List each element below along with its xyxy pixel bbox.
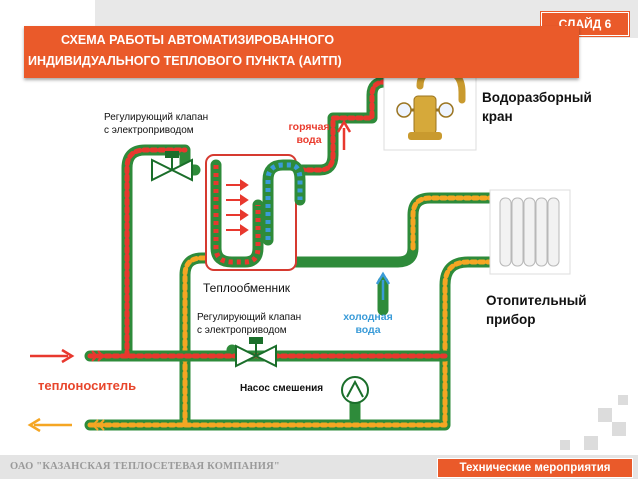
decor-square [584, 436, 598, 450]
valve-bottom-label: Регулирующий клапан с электроприводом [197, 311, 301, 337]
control-valve-icon [151, 151, 193, 182]
valve-bottom-label-line1: Регулирующий клапан [197, 312, 302, 323]
faucet-label-line1: Водоразборный [482, 90, 592, 105]
heater-label-line1: Отопительный [486, 293, 587, 308]
exchanger-label: Теплообменник [203, 281, 291, 295]
decor-square [560, 440, 570, 450]
valve-top-label-line2: с электроприводом [104, 125, 194, 136]
heat-exchanger [205, 154, 306, 271]
title-line-2: ИНДИВИДУАЛЬНОГО ТЕПЛОВОГО ПУНКТА (АИТП) [28, 54, 342, 68]
legend-arrow-return [27, 417, 72, 433]
footer: ОАО "КАЗАНСКАЯ ТЕПЛОСЕТЕВАЯ КОМПАНИЯ" Те… [0, 455, 638, 479]
supply-inlet-chevrons [91, 350, 105, 362]
decor-square [618, 395, 628, 405]
cold-water-arrow [375, 271, 391, 300]
return-outlet-chevrons [91, 419, 105, 431]
hot-water-label-line2: вода [296, 134, 322, 146]
valve-top-label: Регулирующий клапан с электроприводом [104, 111, 208, 137]
faucet-label: Водоразборный кран [482, 88, 592, 126]
cold-water-label: холодная вода [338, 311, 398, 337]
legend-arrow-supply [30, 348, 75, 364]
heater-label-line2: прибор [486, 312, 536, 327]
footer-company: ОАО "КАЗАНСКАЯ ТЕПЛОСЕТЕВАЯ КОМПАНИЯ" [10, 461, 280, 472]
faucet-label-line2: кран [482, 109, 513, 124]
valve-top-label-line1: Регулирующий клапан [104, 112, 209, 123]
pump-label: Насос смешения [240, 383, 324, 394]
valve-bottom-label-line2: с электроприводом [197, 325, 287, 336]
footer-tag: Технические мероприятия [437, 458, 633, 478]
carrier-label: теплоноситель [38, 378, 137, 393]
cold-water-label-line1: холодная [343, 311, 393, 323]
control-valve-icon [235, 337, 277, 368]
pump-icon [341, 376, 369, 404]
title-banner: СХЕМА РАБОТЫ АВТОМАТИЗИРОВАННОГО ИНДИВИД… [24, 26, 579, 78]
heater-label: Отопительный прибор [486, 291, 587, 329]
hot-water-label-line1: горячая [288, 121, 330, 133]
decor-square [598, 408, 612, 422]
cold-water-label-line2: вода [355, 324, 381, 336]
decor-square [612, 422, 626, 436]
hot-water-label: горячая вода [285, 121, 333, 147]
title-line-1: СХЕМА РАБОТЫ АВТОМАТИЗИРОВАННОГО [61, 33, 335, 47]
radiator-icon [489, 189, 571, 275]
return-pipes [84, 192, 502, 431]
hot-water-arrow [336, 119, 352, 150]
